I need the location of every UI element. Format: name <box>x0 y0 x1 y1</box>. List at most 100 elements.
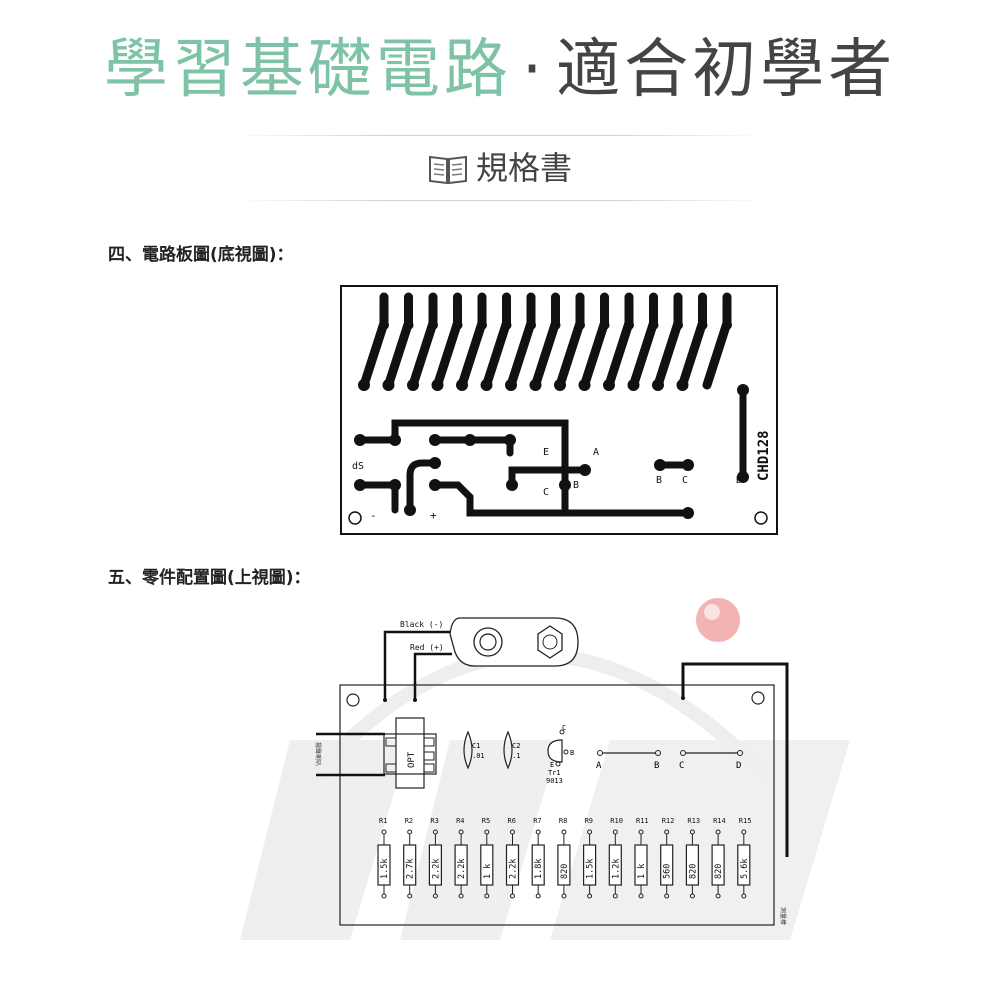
resistor-r1: R11.5k <box>377 817 391 899</box>
tr-model: 9013 <box>546 777 563 785</box>
tr-b-label: B <box>570 749 574 757</box>
transformer: OPT <box>383 717 437 789</box>
pcb-pad <box>480 379 493 391</box>
jumper-d: D <box>736 761 741 771</box>
probe-wire <box>681 662 789 857</box>
resistor-value: 1 k <box>483 864 493 879</box>
resistor-name: R2 <box>405 817 413 825</box>
component-layout: Black (-) Red (+) 測量棒 揚聲喇叭 OPT C1 .01 C2… <box>314 617 789 926</box>
cap1-value: .01 <box>472 752 485 760</box>
pcb-pad <box>578 379 591 391</box>
book-icon <box>428 155 467 185</box>
resistor-value: 820 <box>560 864 570 879</box>
pcb-pad <box>603 379 615 391</box>
pcb-pad <box>697 320 708 330</box>
resistor-value: 1.5k <box>586 859 596 879</box>
page-title: 學習基礎電路·適合初學者 <box>0 30 1000 110</box>
pcb-pad <box>599 320 610 330</box>
resistor-value: 1.5k <box>380 859 390 879</box>
label-e: E <box>543 447 549 458</box>
pcb-lower-traces <box>356 386 747 517</box>
tr-name: Tr1 <box>548 769 561 777</box>
probe-label: 測量棒 <box>779 907 787 925</box>
divider-top <box>230 135 770 136</box>
resistor-name: R8 <box>559 817 567 825</box>
cap2-value: .1 <box>512 752 520 760</box>
resistor-value: 2.2k <box>431 859 441 879</box>
mount-hole-left <box>348 511 362 525</box>
pcb-pad <box>554 379 566 391</box>
resistor-r2: R2 2.7k <box>403 817 417 899</box>
resistor-name: R10 <box>610 817 623 825</box>
jumper-c: C <box>679 761 684 771</box>
resistor-name: R15 <box>739 817 752 825</box>
resistor-name: R7 <box>533 817 541 825</box>
resistor-r15: R15 5.6k <box>737 817 752 899</box>
resistor-name: R5 <box>482 817 490 825</box>
pcb-pad <box>529 379 542 391</box>
pcb-pad <box>526 320 536 330</box>
wire-black <box>383 630 450 700</box>
resistor-value: 1.8k <box>534 859 544 879</box>
resistor-name: R13 <box>687 817 700 825</box>
spec-heading: 規格書 <box>0 146 1000 190</box>
mount-hole-right <box>754 511 768 525</box>
resistor-name: R14 <box>713 817 726 825</box>
pcb-pad <box>456 379 468 391</box>
pcb-pad <box>452 320 463 330</box>
label-plus: + <box>430 509 437 522</box>
resistor-value: 2.7k <box>406 859 416 879</box>
pcb-pad <box>624 320 634 330</box>
capacitor-c1: C1 .01 <box>463 730 485 770</box>
pcb-pad <box>575 320 585 330</box>
pcb-pad <box>501 320 512 330</box>
title-separator: · <box>521 33 547 107</box>
resistor-value: 1.2k <box>611 859 621 879</box>
pcb-pad <box>407 379 419 391</box>
resistor-value: 5.6k <box>740 859 750 879</box>
label-a: A <box>593 447 599 458</box>
resistor-name: R4 <box>456 817 464 825</box>
layout-board <box>339 684 775 926</box>
pcb-pad <box>676 379 689 391</box>
pcb-pad <box>550 320 561 330</box>
divider-bottom <box>230 200 770 201</box>
label-b: B <box>573 480 579 491</box>
transformer-label: OPT <box>407 751 417 768</box>
jumper-a: A <box>596 761 602 771</box>
resistor-name: R3 <box>430 817 438 825</box>
cap2-name: C2 <box>512 742 520 750</box>
resistor-r4: R42.2k <box>454 817 468 899</box>
resistor-value: 2.2k <box>509 859 519 879</box>
resistor-value: 560 <box>663 864 673 879</box>
pcb-pad <box>403 320 414 330</box>
pcb-pad <box>358 379 370 391</box>
layout-heading: 五、零件配置圖(上視圖)： <box>108 568 311 588</box>
pcb-pad <box>627 379 640 391</box>
tr-c-label: C <box>562 724 566 732</box>
pcb-pad <box>428 320 438 330</box>
resistor-r5: R5 1 k <box>480 817 494 899</box>
title-green: 學習基礎電路 <box>103 33 512 107</box>
wire-red-label: Red (+) <box>410 643 444 652</box>
capacitor-c2: C2 .1 <box>503 730 520 770</box>
pcb-pad <box>722 320 732 330</box>
label-c2: C <box>682 475 688 486</box>
title-dark: 適合初學者 <box>556 33 897 107</box>
pcb-pad <box>652 379 664 391</box>
wire-black-label: Black (-) <box>400 620 443 629</box>
jumpers: A B C D <box>596 750 743 771</box>
resistor-r8: R8 820 <box>557 817 571 899</box>
resistor-r7: R7 1.8k <box>531 817 545 899</box>
label-d: D <box>736 475 742 486</box>
jumper-b: B <box>654 761 659 771</box>
pcb-pad <box>431 379 444 391</box>
resistor-r6: R62.2k <box>505 817 520 899</box>
pcb-pad <box>379 320 389 330</box>
pcb-pad <box>382 379 395 391</box>
pcb-pad <box>673 320 683 330</box>
